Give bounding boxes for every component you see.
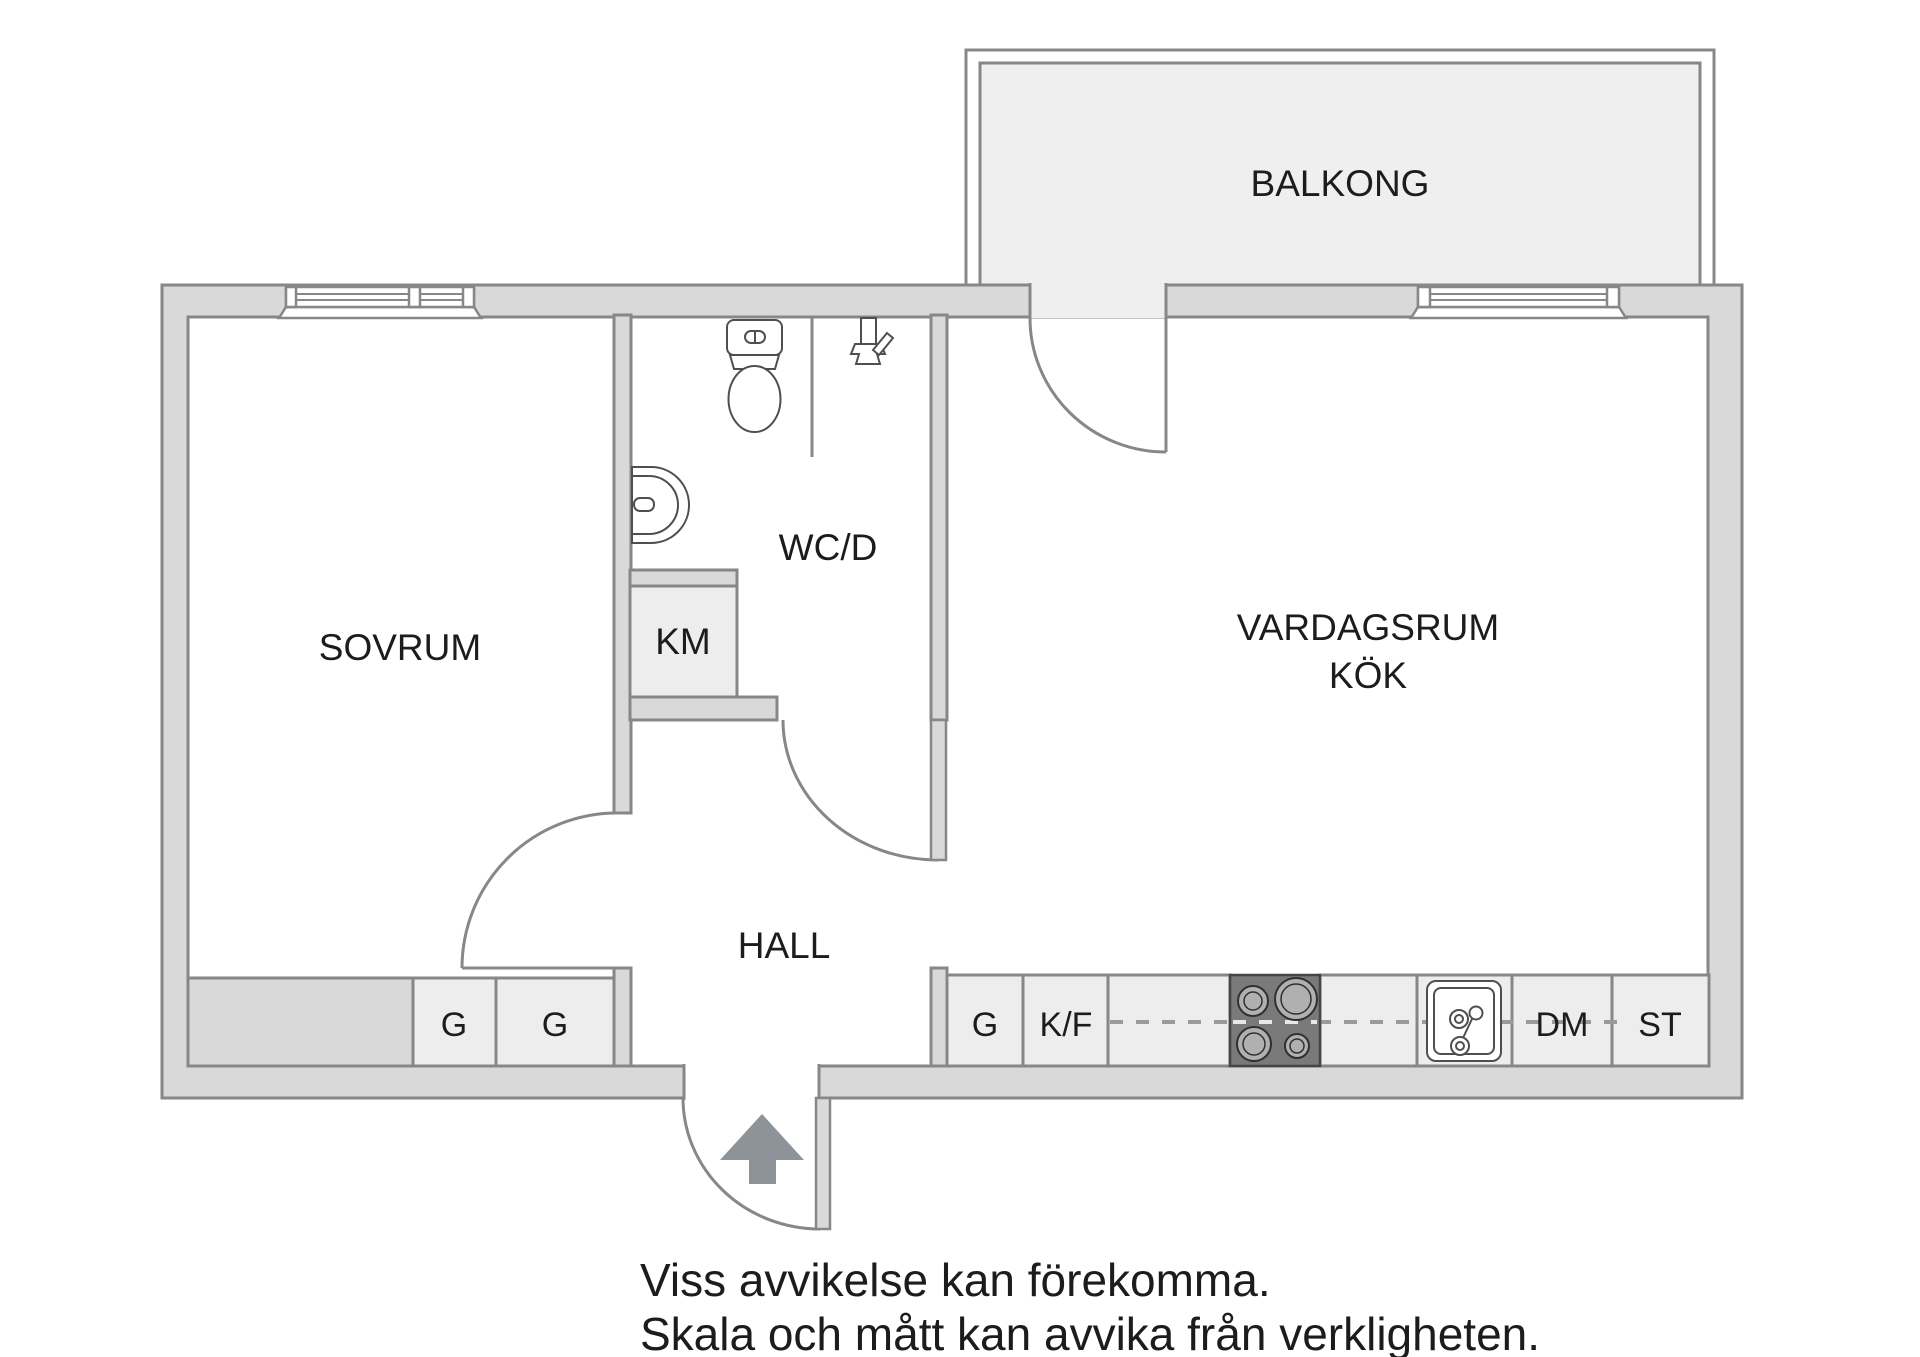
wardrobe-right-box xyxy=(494,976,616,1068)
bedroom-window-mullion xyxy=(407,285,422,309)
washbasin-icon xyxy=(631,466,690,544)
toilet-bowl xyxy=(727,365,782,433)
bedroom-window-frame xyxy=(284,285,476,309)
bedroom-window xyxy=(276,285,484,320)
balcony-door-arc xyxy=(1028,317,1167,454)
washbasin-outer xyxy=(631,466,690,544)
balcony-inner-railing xyxy=(978,61,1702,288)
balcony-floor xyxy=(980,63,1700,288)
toilet-icon xyxy=(726,319,783,433)
balcony-label: BALKONG xyxy=(1251,163,1430,204)
kitchen-sink-icon xyxy=(1426,980,1502,1062)
wardrobe-left-box xyxy=(411,976,498,1068)
balcony-door-opening xyxy=(1031,283,1165,318)
bedroom-right-wall-stub xyxy=(612,966,633,1068)
bathroom-lower-wall xyxy=(628,568,739,588)
sink-drain-inner xyxy=(1454,1014,1464,1024)
bathroom-living-room-wall xyxy=(929,313,949,722)
burner-top-left xyxy=(1237,985,1269,1017)
sink-faucet-base xyxy=(1468,1005,1484,1021)
burner-bottom-left xyxy=(1236,1026,1272,1062)
sink-faucet-lever xyxy=(1461,1018,1473,1041)
fridge-freezer-label: K/F xyxy=(1040,1006,1093,1044)
entrance xyxy=(681,1063,832,1231)
disclaimer-line1: Viss avvikelse kan förekomma. xyxy=(640,1254,1271,1306)
sink-faucet-knob-inner xyxy=(1455,1041,1465,1051)
wardrobe-left-label: G xyxy=(441,1006,467,1044)
storage-units xyxy=(411,584,1711,1068)
bathroom-door-leaf xyxy=(929,718,948,862)
burner-bottom-left-ring xyxy=(1242,1032,1266,1056)
burner-top-right-ring xyxy=(1280,983,1312,1015)
entrance-opening xyxy=(684,1063,819,1101)
wardrobe-right-label: G xyxy=(542,1006,568,1044)
interior-walls xyxy=(186,313,949,1068)
stove-icon xyxy=(1228,973,1322,1068)
km-lower-wall xyxy=(628,695,779,722)
living-room-window-splay xyxy=(1408,305,1629,320)
dishwasher-label: DM xyxy=(1536,1006,1589,1044)
burner-bottom-right xyxy=(1284,1033,1310,1059)
washbasin-inner xyxy=(632,475,679,535)
balcony-door xyxy=(1028,283,1168,454)
balcony: BALKONG xyxy=(964,48,1716,288)
kitchen-label: KÖK xyxy=(1329,655,1407,696)
burner-bottom-right-ring xyxy=(1289,1038,1305,1054)
living-room-window-jamb-right xyxy=(1605,285,1621,309)
shower-pipe xyxy=(860,317,877,345)
bedroom-label: SOVRUM xyxy=(319,627,481,668)
sink-faucet-knob xyxy=(1450,1036,1470,1056)
kitchen-left-wall-stub xyxy=(929,966,949,1068)
toilet-seat-hinge xyxy=(728,354,781,370)
entrance-door-arc xyxy=(681,1097,821,1231)
labels: SOVRUM WC/D KM VARDAGSRUM KÖK HALL G G G… xyxy=(319,527,1682,1044)
shower-handle xyxy=(871,331,895,357)
shower-mixer-icon xyxy=(849,317,895,365)
cleaning-cabinet-label: ST xyxy=(1638,1006,1681,1044)
closet-km-box xyxy=(628,584,739,699)
disclaimer-line2: Skala och mått kan avvika från verklighe… xyxy=(640,1308,1540,1357)
living-room-label: VARDAGSRUM xyxy=(1237,607,1499,648)
bedroom-window-jamb-right xyxy=(461,285,476,309)
burner-top-left-ring xyxy=(1243,991,1263,1011)
living-room-window-jamb-left xyxy=(1416,285,1432,309)
balcony-outer-railing xyxy=(964,48,1716,288)
bedroom-window-splay xyxy=(276,305,484,320)
entrance-arrow-icon xyxy=(720,1114,804,1184)
washbasin-tap xyxy=(633,497,655,512)
bedroom-closet-wall-block xyxy=(186,976,415,1068)
living-room-window xyxy=(1408,285,1629,320)
bedroom-window-jamb-left xyxy=(284,285,298,309)
hall-label: HALL xyxy=(738,925,831,966)
living-room-window-frame xyxy=(1416,285,1621,309)
bedroom-door xyxy=(460,811,618,970)
sink-drain xyxy=(1449,1009,1469,1029)
bedroom-door-arc xyxy=(460,811,618,969)
bathroom-label: WC/D xyxy=(779,527,878,568)
entrance-door-leaf xyxy=(814,1096,832,1231)
closet-km-label: KM xyxy=(655,621,711,662)
bathroom-door xyxy=(781,718,948,862)
disclaimer: Viss avvikelse kan förekomma. Skala och … xyxy=(640,1254,1540,1357)
kitchen-wardrobe-label: G xyxy=(972,1006,998,1044)
bedroom-right-wall xyxy=(612,313,633,815)
bathroom-door-arc xyxy=(781,719,939,862)
kitchen-wardrobe-box xyxy=(945,973,1025,1068)
